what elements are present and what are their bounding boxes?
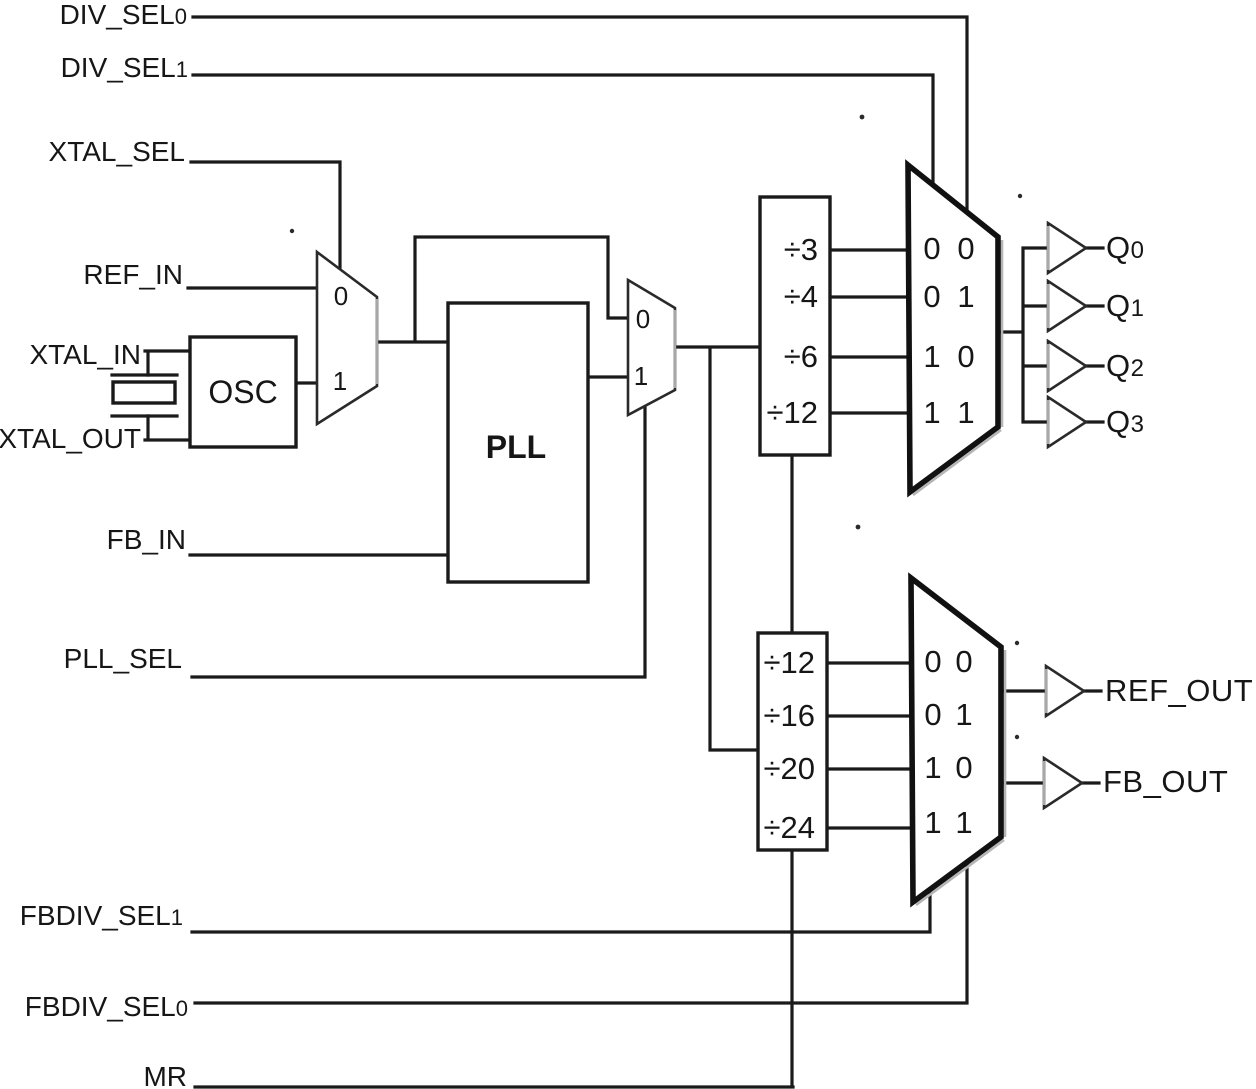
xtal-out-label: XTAL_OUT — [0, 423, 141, 454]
ref-out-label: REF_OUT — [1105, 673, 1253, 708]
output-divider-ratio-3: ÷12 — [767, 395, 819, 430]
output-divider-block — [758, 195, 832, 457]
ref-in-label: REF_IN — [83, 259, 183, 290]
wire-q-bus — [994, 246, 1050, 424]
fbdiv-sel1-label: FBDIV_SEL1 — [20, 900, 183, 931]
reference-mux — [315, 249, 379, 427]
div-sel1-label: DIV_SEL1 — [61, 52, 188, 83]
feedback-select-mux — [908, 572, 1004, 908]
crystal-plates — [110, 373, 179, 418]
div-sel0-label: DIV_SEL0 — [60, 0, 187, 30]
wire-div-sel1 — [191, 73, 935, 192]
wire-xtal-sel — [189, 160, 342, 284]
osc-block — [188, 335, 298, 449]
crystal-icon — [111, 380, 177, 405]
pll-bypass-mux — [626, 277, 677, 418]
feedback-divider-ratio-2: ÷20 — [764, 751, 816, 786]
scan-speck — [1014, 734, 1020, 740]
output-divider-ratio-1: ÷4 — [784, 279, 818, 314]
q0-label: Q0 — [1106, 230, 1144, 265]
output-divider-ratio-2: ÷6 — [784, 339, 818, 374]
wire-refmux-out — [373, 235, 632, 344]
mr-label: MR — [143, 1061, 187, 1089]
output-select-mux — [905, 159, 1001, 498]
pll-sel-label: PLL_SEL — [64, 643, 182, 674]
out-buffers-shade — [1042, 669, 1048, 805]
reference-mux-input0-label: 0 — [334, 281, 348, 311]
feedback-select-mux-shadow — [915, 650, 1007, 907]
output-select-mux-shadow — [912, 240, 1004, 497]
feedback-divider-ratio-1: ÷16 — [764, 698, 816, 733]
shapes — [111, 159, 1089, 908]
feedback-divider-ratio-3: ÷24 — [764, 810, 816, 845]
wire-fbdiv-sel0 — [193, 853, 969, 1005]
osc-label: OSC — [208, 374, 277, 410]
wires — [110, 15, 1105, 1089]
scan-speck — [859, 114, 865, 120]
q0-buffer-icon — [1046, 220, 1089, 276]
scan-specks — [289, 114, 1023, 740]
feedback-divider-ratio-0: ÷12 — [764, 645, 816, 680]
fb-in-label: FB_IN — [107, 524, 186, 555]
xtal-sel-label: XTAL_SEL — [49, 136, 185, 167]
wire-bypassmux-out — [671, 345, 764, 752]
pll-label: PLL — [486, 429, 546, 465]
fbdiv-sel0-label: FBDIV_SEL0 — [25, 991, 188, 1022]
scan-speck — [1014, 640, 1020, 646]
pll-bypass-mux-input1-label: 1 — [634, 361, 648, 391]
q3-buffer-icon — [1046, 394, 1089, 450]
pll-bypass-mux-input0-label: 0 — [636, 304, 650, 334]
q1-buffer-icon — [1046, 278, 1089, 334]
wire-xtal-in — [143, 349, 194, 377]
scan-speck — [289, 228, 295, 234]
wire-pll-sel — [190, 402, 647, 679]
fb-out-buffer-icon — [1042, 755, 1085, 811]
reference-mux-input1-label: 1 — [333, 366, 347, 396]
xtal-in-label: XTAL_IN — [29, 339, 141, 370]
pll-block — [446, 301, 590, 584]
q2-label: Q2 — [1106, 348, 1144, 383]
wire-xtal-out — [143, 414, 194, 442]
q1-label: Q1 — [1106, 288, 1144, 323]
scan-speck — [1017, 193, 1023, 199]
scan-speck — [855, 524, 861, 530]
fb-out-label: FB_OUT — [1103, 764, 1228, 799]
wire-div-sel0 — [191, 15, 969, 220]
q3-label: Q3 — [1106, 404, 1144, 439]
wire-fbdiv-sel1 — [190, 878, 932, 934]
feedback-divider-block — [756, 631, 829, 852]
output-divider-ratio-0: ÷3 — [784, 232, 818, 267]
q2-buffer-icon — [1046, 338, 1089, 394]
ref-out-buffer-icon — [1044, 663, 1087, 719]
